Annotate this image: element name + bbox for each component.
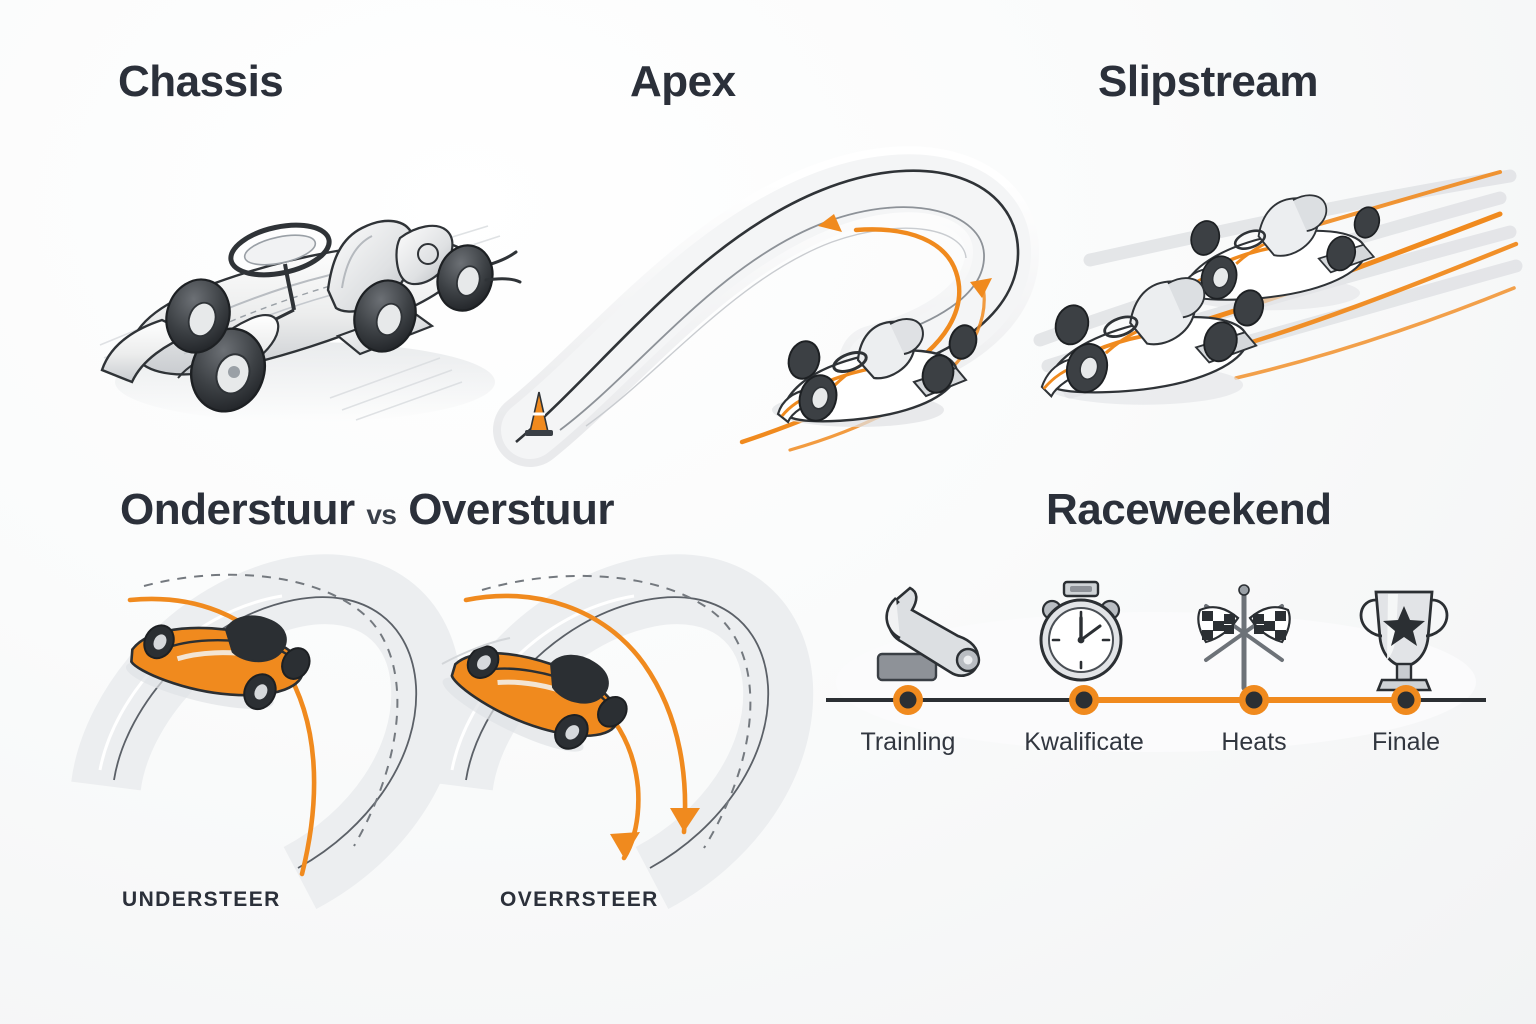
understeer-kart [125, 615, 311, 711]
raceweekend-timeline [826, 572, 1486, 772]
timeline-node-heats[interactable] [1239, 685, 1269, 715]
slipstream-kart-leading [1176, 194, 1381, 311]
understeer-diagram [71, 554, 462, 909]
panel-chassis-title: Chassis [118, 57, 284, 106]
oversteer-arrowhead-outer [670, 808, 700, 832]
panel-chassis: Chassis [118, 57, 284, 106]
slipstream-kart-trailing [1040, 277, 1265, 405]
panel-apex: Apex [630, 60, 736, 104]
apex-kart [772, 318, 978, 427]
timeline-node-kwalificate[interactable] [1069, 685, 1099, 715]
flag-right [1248, 606, 1291, 644]
track-inner-fill [501, 154, 1031, 459]
chassis-illustration [80, 130, 530, 430]
track-outer-edge [515, 169, 1020, 443]
oversteer-diagram [423, 554, 814, 909]
apex-illustration [490, 130, 1039, 467]
panel-slipstream-title: Slipstream [1098, 57, 1318, 106]
understeer-caption: UNDERSTEER [122, 888, 281, 911]
timeline-label-trainling[interactable]: Trainling [860, 728, 956, 756]
oversteer-limit-dashed-line [481, 574, 752, 849]
panel-slipstream: Slipstream [1098, 60, 1318, 104]
kart-wheels [165, 244, 494, 413]
track-guide-line [585, 227, 967, 427]
panel-raceweekend-title: Raceweekend [1046, 485, 1332, 534]
checkered-flags-icon [1197, 584, 1291, 691]
panel-raceweekend: Raceweekend [1046, 488, 1332, 532]
slipstream-illustration [1030, 140, 1523, 420]
steering-wheel [228, 222, 332, 328]
oversteer-kart [442, 645, 628, 752]
timeline-label-heats[interactable]: Heats [1221, 728, 1287, 756]
timeline-node-trainling[interactable] [893, 685, 923, 715]
racing-line-arrowhead-apex [818, 214, 842, 232]
timeline-node-finale[interactable] [1391, 685, 1421, 715]
flag-left [1197, 606, 1240, 644]
track-inner-edge [559, 206, 985, 431]
timeline-label-finale[interactable]: Finale [1371, 728, 1441, 756]
stopwatch-icon [1039, 580, 1123, 682]
oversteer-caption: OVERRSTEER [500, 888, 659, 911]
trophy-icon [1359, 590, 1449, 692]
panel-steer-title-understeer: Onderstuur [120, 485, 355, 534]
timeline-label-kwalificate[interactable]: Kwalificate [1024, 728, 1144, 756]
panel-apex-title: Apex [630, 57, 736, 106]
racing-line-arrowhead-exit [970, 278, 992, 298]
apex-cone-icon [525, 391, 553, 436]
wrench-icon [876, 586, 981, 682]
oversteer-arrowhead-inner [610, 832, 640, 858]
oversteer-slide-marks [441, 637, 511, 665]
panel-steer-title: Onderstuur vs Overstuur [120, 488, 614, 532]
timeline-backdrop [836, 612, 1476, 752]
panel-steer-title-oversteer: Overstuur [408, 485, 614, 534]
panel-steer-title-vs: vs [366, 499, 397, 530]
panel-steer: Onderstuur vs Overstuur [120, 488, 614, 532]
